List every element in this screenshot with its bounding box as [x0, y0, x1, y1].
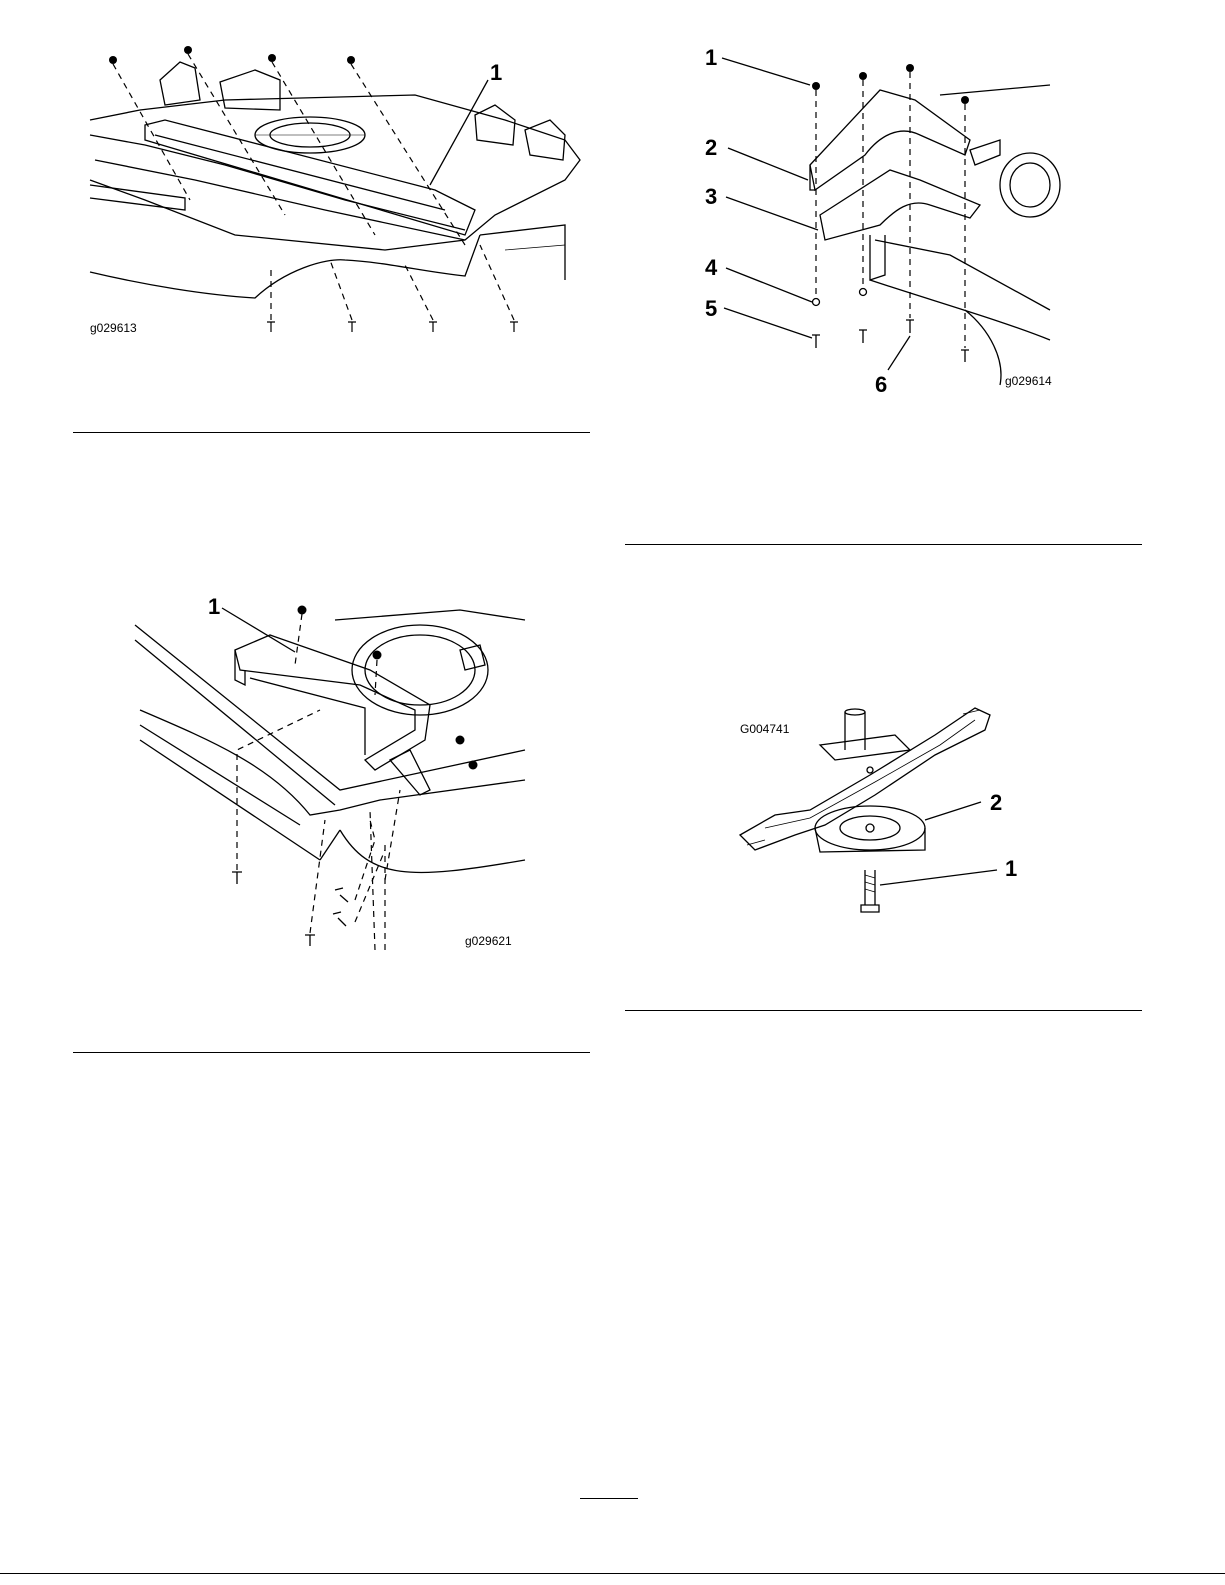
figure-baffle-assembly-drawing	[700, 40, 1060, 400]
figure-discharge-baffle-drawing	[130, 590, 540, 960]
figure-blade-install-id: G004741	[740, 723, 789, 735]
figure-blade-install-callout-1: 1	[1005, 858, 1017, 880]
figure-deck-baffle-top-drawing	[85, 40, 595, 350]
figure-deck-baffle-top-rule	[73, 432, 590, 433]
figure-baffle-assembly-callout-5: 5	[705, 298, 717, 320]
figure-baffle-assembly: 1 2 3 4 5 6 g029614	[700, 40, 1060, 400]
page-number-underline	[580, 1498, 638, 1499]
figure-baffle-assembly-id: g029614	[1005, 375, 1052, 387]
figure-deck-baffle-top: 1 g029613	[85, 40, 595, 350]
figure-deck-baffle-top-id: g029613	[90, 322, 137, 334]
figure-baffle-assembly-callout-2: 2	[705, 137, 717, 159]
page-footer-bar	[0, 1573, 1225, 1574]
figure-deck-baffle-top-callout-1: 1	[490, 62, 502, 84]
figure-discharge-baffle-rule	[73, 1052, 590, 1053]
figure-baffle-assembly-callout-4: 4	[705, 257, 717, 279]
figure-baffle-assembly-callout-1: 1	[705, 47, 717, 69]
figure-discharge-baffle: 1 g029621	[130, 590, 540, 960]
figure-discharge-baffle-callout-1: 1	[208, 596, 220, 618]
figure-discharge-baffle-id: g029621	[465, 935, 512, 947]
figure-baffle-assembly-rule	[625, 544, 1142, 545]
figure-blade-install: 2 1 G004741	[735, 700, 1055, 920]
figure-baffle-assembly-callout-6: 6	[875, 374, 887, 396]
figure-baffle-assembly-callout-3: 3	[705, 186, 717, 208]
figure-blade-install-callout-2: 2	[990, 792, 1002, 814]
figure-blade-install-rule	[625, 1010, 1142, 1011]
